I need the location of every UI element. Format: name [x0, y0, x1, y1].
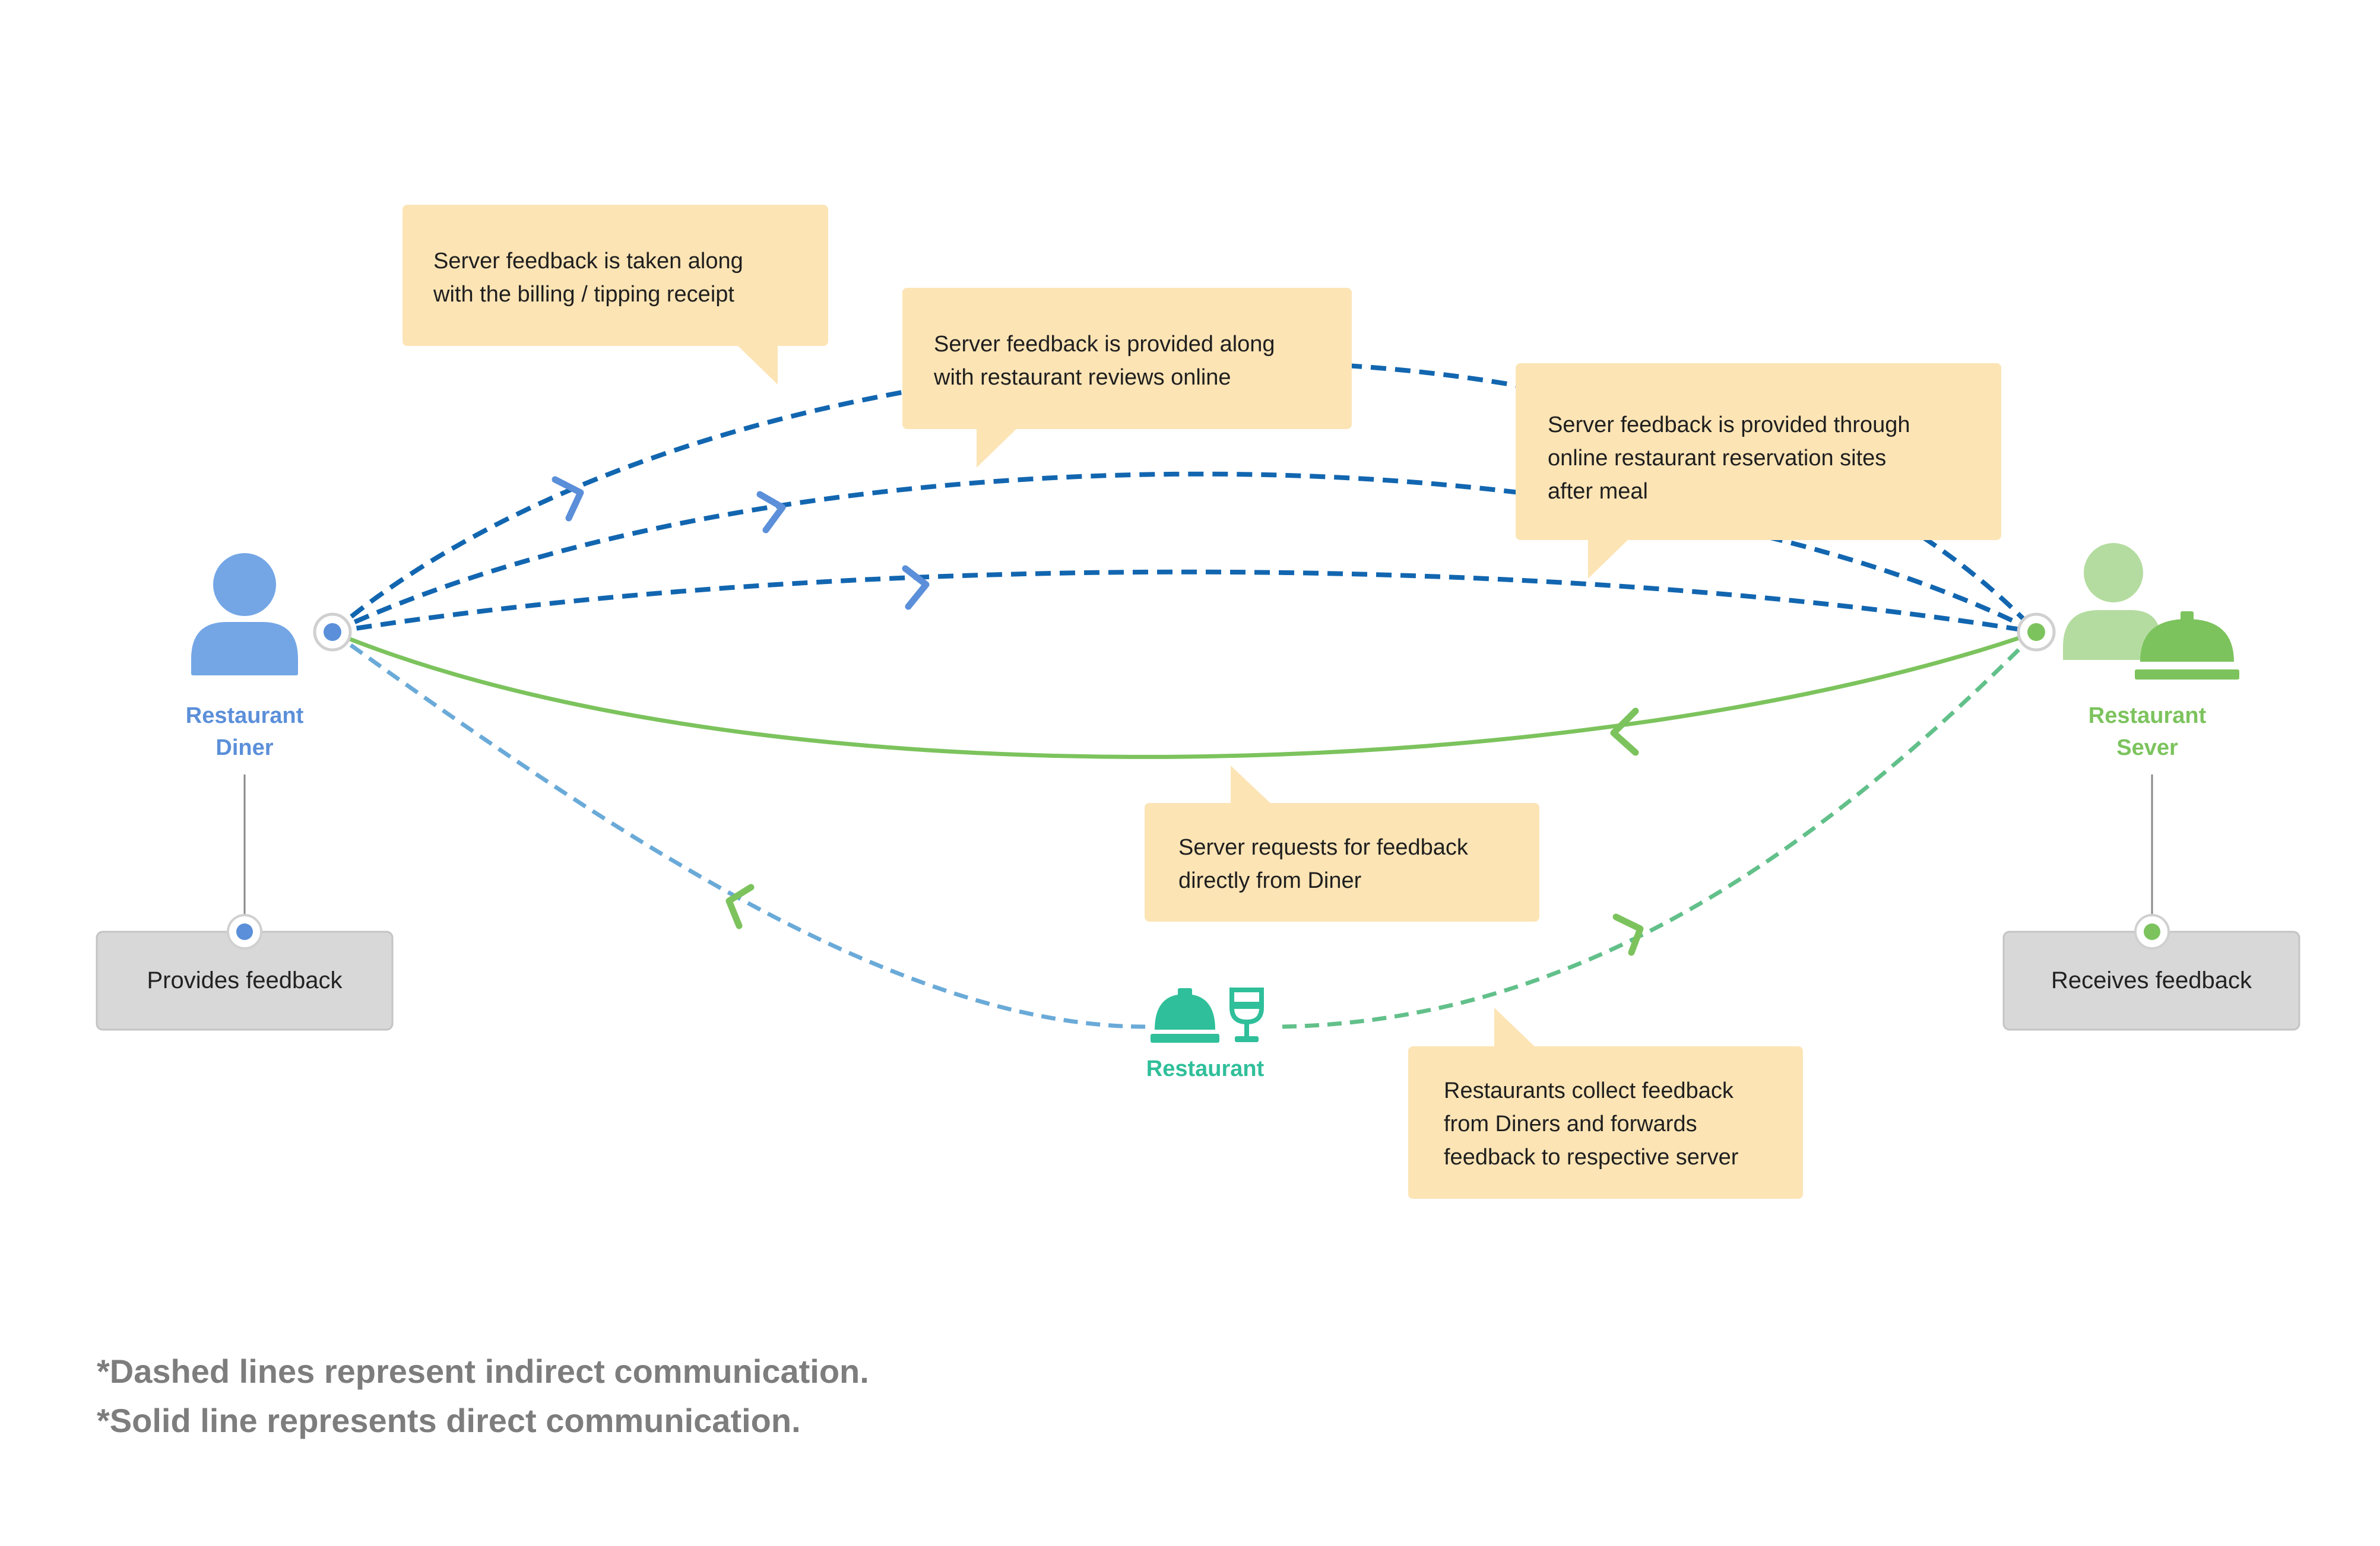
reservation-arrow-icon: [902, 565, 930, 610]
direct-request-line: [331, 630, 2037, 759]
diner-endpoint-dot: [313, 612, 352, 652]
service-bell-icon: [2135, 611, 2239, 680]
diner-feedback-text: Provides feedback: [147, 967, 343, 993]
diner-label-line2: Diner: [216, 735, 273, 760]
reservation-bubble-line3: after meal: [1548, 479, 1648, 504]
diner-label-line1: Restaurant: [186, 703, 304, 728]
reviews-arrow-icon: [756, 491, 786, 534]
reviews-bubble: Server feedback is provided along with r…: [902, 288, 1352, 468]
restaurant-bubble-line1: Restaurants collect feedback: [1444, 1078, 1734, 1103]
server-feedback-text: Receives feedback: [2051, 967, 2252, 993]
restaurant-bubble-line2: from Diners and forwards: [1444, 1112, 1697, 1137]
reviews-bubble-line1: Server feedback is provided along: [934, 332, 1275, 357]
restaurant-bubble-line3: feedback to respective server: [1444, 1145, 1739, 1170]
solid-line-note: *Solid line represents direct communicat…: [97, 1402, 801, 1439]
reviews-feedback-line: [331, 471, 2037, 634]
direct-request-bubble: Server requests for feedback directly fr…: [1145, 766, 1539, 922]
diner-to-restaurant-arrow-icon: [725, 884, 755, 929]
billing-bubble: Server feedback is taken along with the …: [403, 205, 828, 385]
restaurant-to-server-line: [1282, 630, 2038, 1029]
server-label-line2: Sever: [2116, 735, 2178, 760]
server-endpoint-dot: [2017, 612, 2056, 652]
billing-bubble-line1: Server feedback is taken along: [433, 249, 743, 274]
reservation-bubble-line1: Server feedback is provided through: [1548, 412, 1910, 437]
direct-arrow-icon: [1610, 707, 1639, 756]
reviews-bubble-line2: with restaurant reviews online: [933, 365, 1231, 390]
wine-glass-icon: [1229, 988, 1264, 1042]
reservation-bubble-line2: online restaurant reservation sites: [1548, 446, 1886, 471]
restaurant-label: Restaurant: [1146, 1056, 1265, 1081]
diner-person-icon: [191, 553, 298, 675]
reservation-bubble: Server feedback is provided through onli…: [1516, 363, 2001, 579]
billing-arrow-icon: [552, 476, 584, 522]
restaurant-to-server-arrow-icon: [1612, 913, 1644, 956]
diner-to-restaurant-line: [331, 630, 1146, 1029]
dashed-line-note: *Dashed lines represent indirect communi…: [97, 1353, 869, 1390]
reservation-feedback-line: [332, 569, 2037, 634]
direct-bubble-line1: Server requests for feedback: [1178, 835, 1469, 860]
restaurant-collect-bubble: Restaurants collect feedback from Diners…: [1408, 1008, 1803, 1199]
restaurant-bell-icon: [1151, 988, 1219, 1043]
server-label-line1: Restaurant: [2089, 703, 2207, 728]
billing-bubble-line2: with the billing / tipping receipt: [433, 282, 734, 307]
server-box-dot: [2134, 914, 2170, 950]
direct-bubble-line2: directly from Diner: [1178, 868, 1362, 893]
diner-box-dot: [227, 914, 262, 950]
server-person-icon: [2063, 543, 2161, 660]
